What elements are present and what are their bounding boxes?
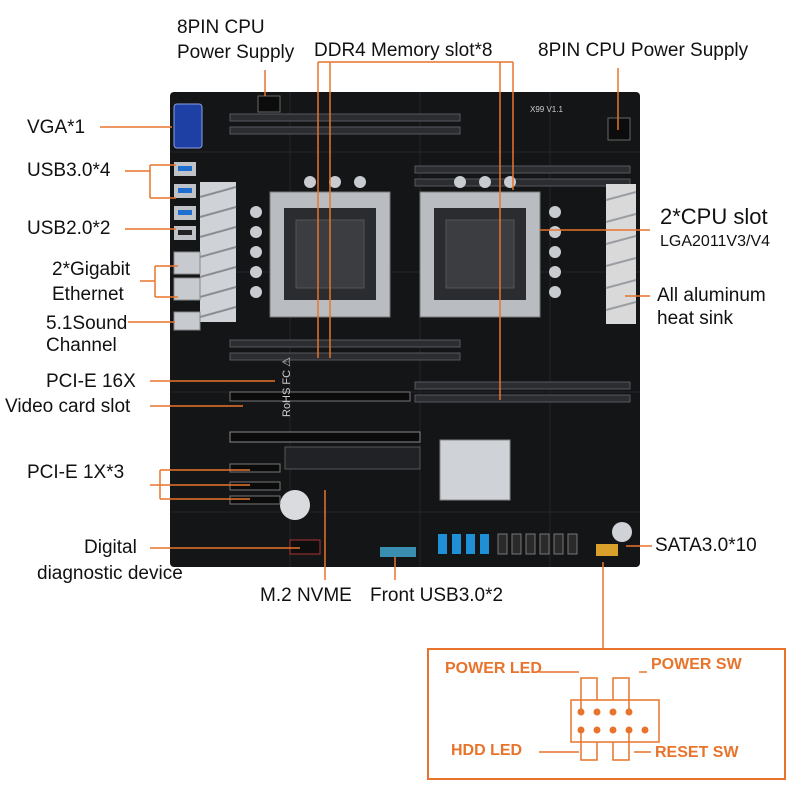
board-marks-text: RoHS FC ⚠ bbox=[281, 357, 293, 417]
pinout-diagram bbox=[539, 671, 660, 761]
motherboard-photo: X99 V1.1 RoHS FC ⚠ bbox=[170, 92, 640, 567]
label-cpu-slot-2: LGA2011V3/V4 bbox=[660, 233, 771, 250]
label-power-sw: POWER SW bbox=[651, 656, 742, 673]
label-sata: SATA3.0*10 bbox=[655, 535, 757, 556]
cpu-socket-2 bbox=[419, 191, 541, 318]
label-pcie16-2: Video card slot bbox=[5, 396, 131, 417]
io-heatsink bbox=[199, 182, 237, 322]
board-model-text: X99 V1.1 bbox=[530, 105, 563, 114]
usb-ports bbox=[174, 162, 196, 240]
ram-slots-bottom-right bbox=[414, 381, 631, 403]
label-ddr4: DDR4 Memory slot*8 bbox=[314, 40, 493, 61]
label-ethernet-1: 2*Gigabit bbox=[52, 259, 131, 280]
label-diag-1: Digital bbox=[84, 537, 137, 558]
label-reset-sw: RESET SW bbox=[655, 744, 739, 761]
label-usb20: USB2.0*2 bbox=[27, 218, 111, 239]
label-hdd-led: HDD LED bbox=[451, 742, 523, 759]
label-sound-1: 5.1Sound bbox=[46, 313, 128, 334]
label-cpu-power-left-1: 8PIN CPU bbox=[177, 17, 265, 38]
label-power-led: POWER LED bbox=[445, 660, 542, 677]
ram-slots-top-right bbox=[414, 165, 631, 187]
front-panel-pinout-box: POWER LED POWER SW HDD LED RESET SW bbox=[427, 648, 786, 780]
cpu-power-connector-right bbox=[607, 117, 631, 141]
label-cpu-power-left-2: Power Supply bbox=[177, 42, 295, 63]
label-diag-2: diagnostic device bbox=[37, 563, 183, 584]
chipset-heatsink bbox=[439, 439, 511, 501]
label-m2: M.2 NVME bbox=[260, 585, 352, 606]
ethernet-port-1 bbox=[173, 251, 201, 275]
label-front-usb: Front USB3.0*2 bbox=[370, 585, 504, 606]
sata-ports bbox=[438, 533, 578, 555]
ethernet-port-2 bbox=[173, 277, 201, 301]
label-cpu-power-right: 8PIN CPU Power Supply bbox=[538, 40, 749, 61]
diagnostic-display bbox=[289, 539, 321, 555]
ram-slots-bottom-left bbox=[229, 339, 461, 361]
label-cpu-slot-1: 2*CPU slot bbox=[660, 204, 768, 229]
label-vga: VGA*1 bbox=[27, 117, 86, 138]
label-usb30: USB3.0*4 bbox=[27, 160, 111, 181]
vga-port bbox=[173, 103, 203, 149]
front-panel-header bbox=[596, 544, 618, 556]
capacitors bbox=[250, 176, 561, 520]
label-sound-2: Channel bbox=[46, 335, 117, 356]
vrm-heatsink-right bbox=[605, 184, 637, 324]
cmos-battery bbox=[612, 522, 632, 542]
label-pcie1: PCI-E 1X*3 bbox=[27, 462, 125, 483]
m2-slot bbox=[284, 446, 421, 470]
front-usb-header bbox=[380, 547, 416, 557]
pcie-slots bbox=[229, 391, 421, 505]
cpu-power-connector-left bbox=[257, 95, 281, 113]
label-pcie16-1: PCI-E 16X bbox=[46, 371, 136, 392]
ram-slots-top-left bbox=[229, 113, 461, 135]
label-ethernet-2: Ethernet bbox=[52, 284, 124, 305]
audio-ports bbox=[173, 311, 201, 331]
label-heatsink-1: All aluminum bbox=[657, 285, 766, 306]
label-heatsink-2: heat sink bbox=[657, 308, 734, 329]
motherboard-drawing: X99 V1.1 RoHS FC ⚠ bbox=[170, 92, 640, 567]
